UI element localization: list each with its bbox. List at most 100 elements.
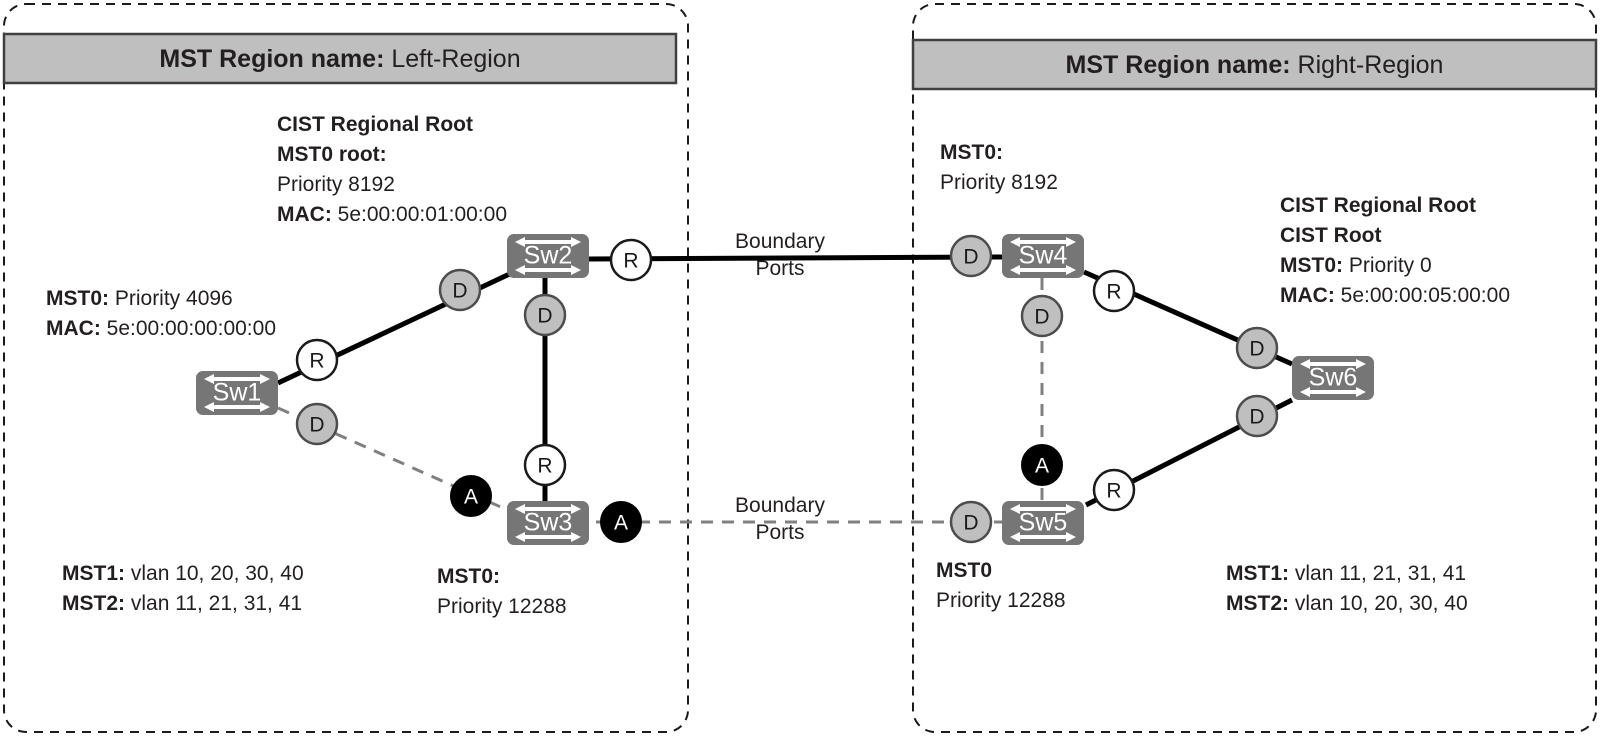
port-circle	[295, 402, 339, 446]
right-sw4-line2: Priority 8192	[940, 171, 1058, 194]
left-sw3-line1: MST0:	[437, 565, 500, 588]
right-mst2-value: vlan 10, 20, 30, 40	[1294, 592, 1468, 615]
port-role-label: D	[1034, 306, 1049, 329]
switch-body	[507, 501, 589, 545]
switch-body	[1002, 234, 1084, 278]
port-badge-sw5-desig-boundary[interactable]: D	[949, 500, 993, 544]
switch-node-sw3[interactable]: Sw3	[507, 501, 589, 545]
switch-arrowhead-top-left	[515, 504, 525, 514]
port-badge-sw4-desig-to-sw5[interactable]: D	[1020, 294, 1064, 338]
port-circle	[600, 501, 642, 543]
switch-label: Sw3	[524, 509, 573, 537]
right-region-title: MST Region name: Right-Region	[913, 50, 1596, 80]
port-badge-sw4-root-to-sw6[interactable]: R	[1092, 269, 1136, 313]
switch-label: Sw1	[213, 379, 262, 407]
port-badge-sw1-root-to-sw2[interactable]: R	[295, 338, 339, 382]
switch-label: Sw4	[1019, 242, 1068, 270]
left-cist-root-mac-value: 5e:00:00:01:00:00	[337, 203, 507, 226]
switch-label: Sw5	[1019, 509, 1068, 537]
switch-node-sw4[interactable]: Sw4	[1002, 234, 1084, 278]
port-badge-sw6-desig-to-sw4[interactable]: D	[1235, 326, 1279, 370]
switch-arrowhead-bottom-left	[1010, 265, 1020, 275]
port-role-label: R	[309, 350, 324, 373]
port-circle	[523, 293, 567, 337]
port-badge-sw5-root-to-sw6[interactable]: R	[1092, 468, 1136, 512]
switch-body	[1002, 501, 1084, 545]
port-role-label: D	[1249, 338, 1264, 361]
switch-node-sw6[interactable]: Sw6	[1292, 356, 1374, 400]
left-mst1-label: MST1:	[62, 562, 125, 585]
switch-arrowhead-top-right	[260, 374, 270, 384]
port-circle	[450, 475, 492, 517]
switch-node-sw5[interactable]: Sw5	[1002, 501, 1084, 545]
switch-arrowhead-top-left	[1300, 359, 1310, 369]
port-role-label: R	[1106, 281, 1121, 304]
port-role-label: R	[623, 250, 638, 273]
port-role-label: D	[537, 305, 552, 328]
port-badge-sw2-desig-to-sw3[interactable]: D	[523, 293, 567, 337]
right-cist-root-mst0-value: Priority 0	[1348, 254, 1432, 277]
port-badge-sw1-desig-to-sw3[interactable]: D	[295, 402, 339, 446]
switch-arrowhead-bottom-left	[515, 532, 525, 542]
switch-arrowhead-top-left	[204, 374, 214, 384]
right-region-title-name: Right-Region	[1297, 51, 1444, 79]
port-role-label: D	[452, 280, 467, 303]
switch-arrowhead-top-right	[1066, 504, 1076, 514]
switch-arrowhead-bottom-right	[1066, 532, 1076, 542]
switch-arrowhead-bottom-left	[204, 402, 214, 412]
boundary-ports-bottom-label: Boundary Ports	[690, 492, 870, 546]
port-badge-sw2-root-boundary[interactable]: R	[609, 238, 653, 282]
port-circle	[1235, 326, 1279, 370]
left-sw1-mst0-value: Priority 4096	[114, 287, 233, 310]
switch-arrowhead-top-left	[1010, 504, 1020, 514]
port-circle	[1092, 468, 1136, 512]
left-region-title: MST Region name: Left-Region	[4, 44, 676, 74]
port-circle	[438, 268, 482, 312]
port-badge-sw3-alt-to-sw1[interactable]: A	[450, 475, 492, 517]
right-sw5-annotation: MST0 Priority 12288	[936, 556, 1066, 616]
port-role-label: D	[309, 414, 324, 437]
right-cist-root-mst0-label: MST0:	[1280, 254, 1343, 277]
port-role-label: R	[1106, 480, 1121, 503]
left-cist-root-annotation: CIST Regional Root MST0 root: Priority 8…	[277, 110, 507, 230]
left-region-header-bar	[2, 32, 678, 85]
switch-arrowhead-bottom-right	[260, 402, 270, 412]
boundary-top-line1: Boundary	[735, 230, 825, 253]
right-vlan-mapping-annotation: MST1: vlan 11, 21, 31, 41 MST2: vlan 10,…	[1226, 559, 1468, 619]
port-badge-sw3-alt-boundary[interactable]: A	[600, 501, 642, 543]
right-cist-root-annotation: CIST Regional Root CIST Root MST0: Prior…	[1280, 191, 1510, 311]
switch-arrowhead-top-right	[571, 504, 581, 514]
left-sw1-annotation: MST0: Priority 4096 MAC: 5e:00:00:00:00:…	[46, 284, 276, 344]
port-badge-sw4-desig-boundary[interactable]: D	[949, 234, 993, 278]
right-sw5-line2: Priority 12288	[936, 589, 1066, 612]
right-cist-root-mac-value: 5e:00:00:05:00:00	[1340, 284, 1510, 307]
switch-node-sw2[interactable]: Sw2	[507, 234, 589, 278]
switch-arrowhead-top-right	[1356, 359, 1366, 369]
switch-arrowhead-bottom-left	[1010, 532, 1020, 542]
port-badge-sw2-desig-to-sw1[interactable]: D	[438, 268, 482, 312]
left-cist-root-mac-label: MAC:	[277, 203, 332, 226]
port-circle	[1021, 444, 1063, 486]
switch-node-sw1[interactable]: Sw1	[196, 371, 278, 415]
switch-arrowhead-top-right	[571, 237, 581, 247]
port-circle	[523, 443, 567, 487]
left-sw3-annotation: MST0: Priority 12288	[437, 562, 567, 622]
port-badge-sw6-desig-to-sw5[interactable]: D	[1235, 394, 1279, 438]
right-mst2-label: MST2:	[1226, 592, 1289, 615]
switch-arrowhead-top-left	[515, 237, 525, 247]
right-region-frame	[912, 3, 1597, 733]
left-sw1-mst0-label: MST0:	[46, 287, 109, 310]
left-region-title-prefix: MST Region name:	[159, 45, 385, 73]
switch-arrowhead-bottom-right	[1356, 387, 1366, 397]
right-sw5-line1: MST0	[936, 559, 993, 582]
switch-body	[196, 371, 278, 415]
switch-arrowhead-bottom-right	[571, 532, 581, 542]
left-mst2-value: vlan 11, 21, 31, 41	[130, 592, 303, 615]
switch-arrowhead-top-left	[1010, 237, 1020, 247]
port-badge-sw3-root-to-sw2[interactable]: R	[523, 443, 567, 487]
left-cist-root-line2: MST0 root:	[277, 143, 387, 166]
port-circle	[609, 238, 653, 282]
port-badge-sw5-alt-to-sw4[interactable]: A	[1021, 444, 1063, 486]
left-vlan-mapping-annotation: MST1: vlan 10, 20, 30, 40 MST2: vlan 11,…	[62, 559, 304, 619]
